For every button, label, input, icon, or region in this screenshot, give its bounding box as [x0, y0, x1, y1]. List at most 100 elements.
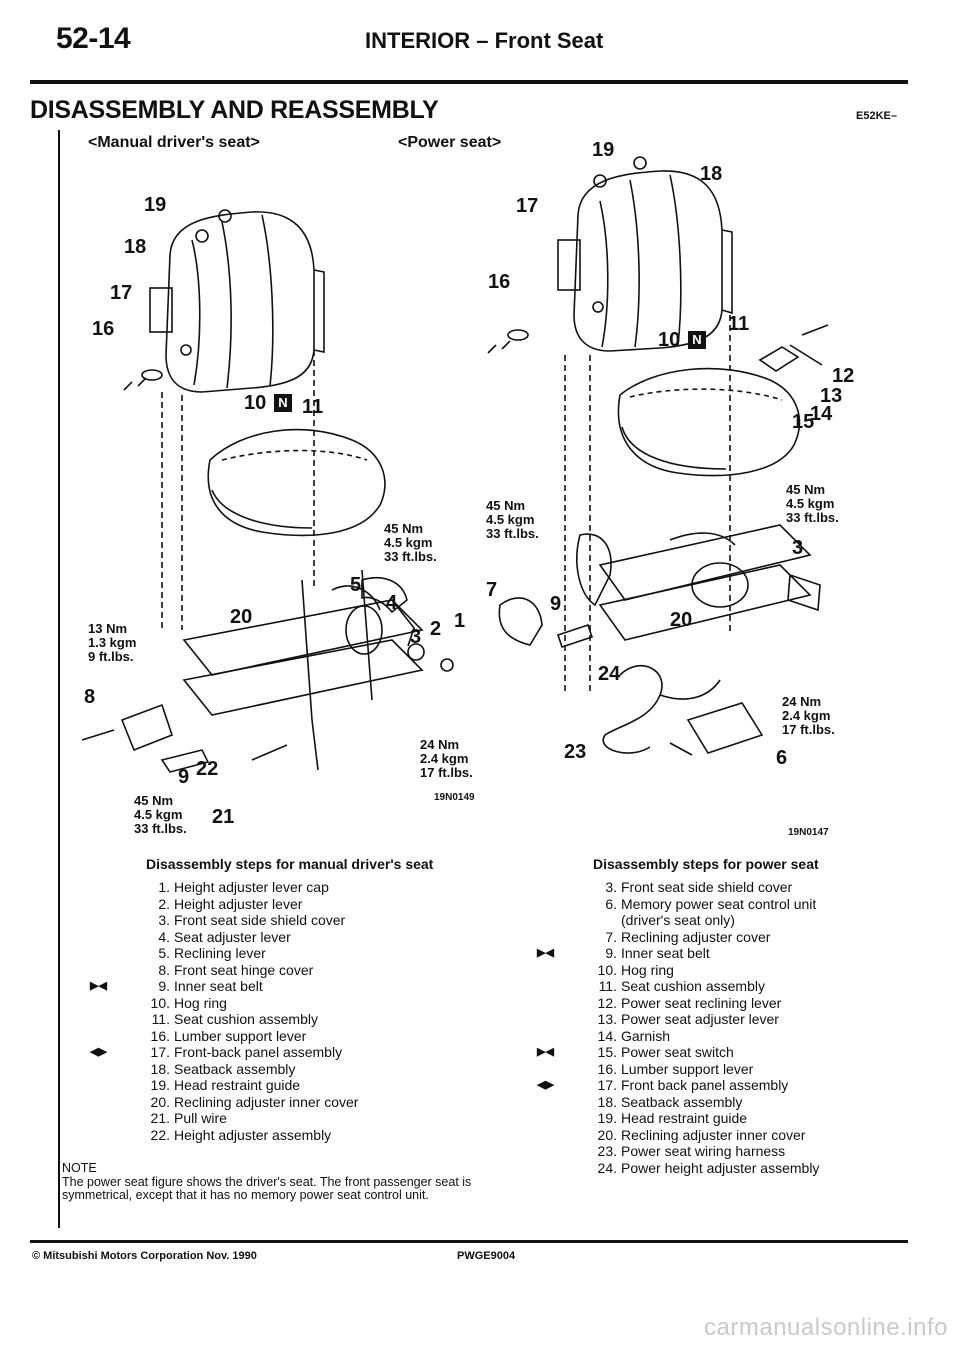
- step-item: 13.Power seat adjuster lever: [593, 1011, 893, 1028]
- step-number: 17.: [150, 1044, 170, 1060]
- step-number: 20.: [597, 1126, 617, 1143]
- step-item: 23.Power seat wiring harness: [593, 1143, 893, 1160]
- step-number: 18.: [150, 1060, 170, 1077]
- footer-rule: [30, 1240, 908, 1243]
- step-item: 12.Power seat reclining lever: [593, 995, 893, 1012]
- manual-callout-22: 22: [196, 758, 219, 780]
- step-text: Front seat hinge cover: [174, 961, 314, 978]
- power-callout-18: 18: [700, 163, 723, 185]
- step-number: 20.: [150, 1093, 170, 1110]
- step-item: 16.Lumber support lever: [593, 1061, 893, 1078]
- step-item: ▶◀9.Inner seat belt: [537, 945, 893, 962]
- step-number: 12.: [597, 994, 617, 1011]
- step-text: Seat adjuster lever: [174, 928, 291, 945]
- step-text: Power seat wiring harness: [621, 1143, 786, 1159]
- watermark: carmanualsonline.info: [704, 1314, 948, 1341]
- step-number: 3.: [158, 912, 170, 928]
- step-item: 2.Height adjuster lever: [146, 896, 486, 913]
- manual-seat-figure: 19 18 17 16 10 N 11 45 Nm 4.5 kgm 33 ft.…: [62, 160, 502, 840]
- step-item: 1.Height adjuster lever cap: [146, 879, 486, 896]
- footer-code: PWGE9004: [457, 1250, 516, 1262]
- step-item: 22.Height adjuster assembly: [146, 1127, 486, 1144]
- power-callout-10: 10: [658, 329, 681, 351]
- manual-torque-45-upper: 45 Nm 4.5 kgm 33 ft.lbs.: [384, 521, 437, 564]
- step-number: 16.: [150, 1027, 170, 1044]
- note-block: NOTE The power seat figure shows the dri…: [62, 1161, 492, 1203]
- power-callout-14: 14: [810, 403, 833, 425]
- step-item: 21.Pull wire: [146, 1110, 486, 1127]
- step-text: Seat cushion assembly: [621, 978, 765, 994]
- step-text: (driver's seat only): [621, 912, 735, 928]
- step-number: 22.: [150, 1126, 170, 1143]
- step-text: Reclining lever: [174, 945, 266, 961]
- step-number: 9.: [158, 978, 170, 994]
- manual-callout-21: 21: [212, 806, 235, 828]
- step-number: 3.: [605, 879, 617, 895]
- manual-callout-17: 17: [110, 282, 133, 304]
- step-item: 6.Memory power seat control unit: [593, 896, 893, 913]
- power-callout-12: 12: [832, 365, 855, 387]
- step-item: ◀▶17.Front back panel assembly: [537, 1077, 893, 1094]
- manual-callout-11: 11: [302, 396, 324, 418]
- step-item: 14.Garnish: [593, 1028, 893, 1045]
- step-item: 4.Seat adjuster lever: [146, 929, 486, 946]
- power-callout-17: 17: [516, 195, 539, 217]
- manual-callout-20: 20: [230, 606, 253, 628]
- manual-callout-1: 1: [454, 610, 466, 632]
- step-number: 10.: [150, 994, 170, 1011]
- step-number: 17.: [597, 1077, 617, 1093]
- step-text: Power height adjuster assembly: [621, 1159, 820, 1176]
- power-callout-23: 23: [564, 741, 587, 763]
- step-number: 8.: [158, 961, 170, 978]
- step-text: Memory power seat control unit: [621, 895, 817, 912]
- step-item: 5.Reclining lever: [146, 945, 486, 962]
- manual-callout-2: 2: [430, 618, 442, 640]
- step-text: Seatback assembly: [174, 1060, 296, 1077]
- step-item: 10.Hog ring: [146, 995, 486, 1012]
- manual-torque-13: 13 Nm 1.3 kgm 9 ft.lbs.: [88, 621, 137, 664]
- step-number: 19.: [150, 1077, 170, 1093]
- step-item: 11.Seat cushion assembly: [593, 978, 893, 995]
- step-text: Head restraint guide: [621, 1110, 748, 1126]
- step-mark-icon: ▶◀: [537, 1046, 554, 1058]
- manual-callout-16: 16: [92, 318, 115, 340]
- power-callout-11: 11: [728, 313, 750, 335]
- step-item: 19.Head restraint guide: [146, 1077, 486, 1094]
- step-item: ▶◀15.Power seat switch: [537, 1044, 893, 1061]
- hog-ring-n-icon: N: [274, 394, 292, 412]
- step-text: Front seat side shield cover: [621, 879, 793, 895]
- step-text: Hog ring: [174, 994, 227, 1011]
- power-callout-20: 20: [670, 609, 693, 631]
- step-item: 19.Head restraint guide: [593, 1110, 893, 1127]
- step-number: 10.: [597, 961, 617, 978]
- page-number: 52-14: [56, 22, 131, 55]
- step-text: Inner seat belt: [174, 978, 263, 994]
- step-item: 8.Front seat hinge cover: [146, 962, 486, 979]
- power-callout-24: 24: [598, 663, 621, 685]
- manual-callout-9: 9: [178, 766, 190, 788]
- step-item: 3.Front seat side shield cover: [146, 912, 486, 929]
- step-text: Reclining adjuster inner cover: [174, 1093, 359, 1110]
- step-text: Height adjuster lever cap: [174, 879, 329, 895]
- manual-callout-10: 10: [244, 392, 267, 414]
- step-item: 7.Reclining adjuster cover: [593, 929, 893, 946]
- step-number: 1.: [158, 879, 170, 895]
- step-item: ◀▶17.Front-back panel assembly: [90, 1044, 486, 1061]
- step-number: 11.: [151, 1011, 170, 1027]
- manual-callout-4: 4: [386, 592, 398, 614]
- step-text: Seatback assembly: [621, 1093, 743, 1110]
- step-mark-icon: ▶◀: [537, 947, 554, 959]
- power-hog-ring-n-icon: N: [688, 331, 706, 349]
- step-mark-icon: ◀▶: [537, 1079, 554, 1091]
- manual-seat-subtitle: <Manual driver's seat>: [88, 134, 260, 151]
- manual-callout-3: 3: [410, 626, 422, 648]
- power-seat-figure: 19 18 17 16 10 N 11 12 13 14 15 45 Nm 4.…: [430, 135, 900, 840]
- step-number: 13.: [597, 1011, 617, 1027]
- manual-torque-45-lower: 45 Nm 4.5 kgm 33 ft.lbs.: [134, 793, 187, 836]
- page-title: INTERIOR – Front Seat: [365, 28, 604, 53]
- step-text: Power seat reclining lever: [621, 994, 782, 1011]
- power-torque-45-left: 45 Nm 4.5 kgm 33 ft.lbs.: [486, 498, 539, 541]
- step-text: Power seat switch: [621, 1044, 734, 1060]
- step-number: 11.: [598, 978, 617, 994]
- left-margin-rule: [58, 130, 60, 1228]
